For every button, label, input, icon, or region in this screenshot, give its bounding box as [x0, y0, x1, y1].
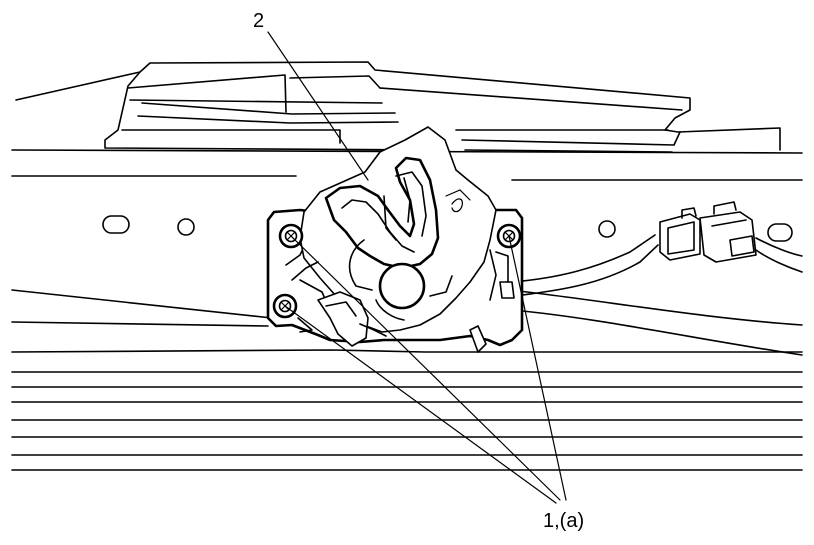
leader-line-latch: [267, 31, 369, 181]
callout-bolts-label: 1,(a): [543, 510, 584, 532]
round-hole: [598, 220, 616, 238]
callout-latch-label: 2: [253, 10, 264, 32]
radiator-support-member: [11, 149, 803, 471]
hood-latch-assembly: [266, 126, 524, 353]
leader-line-bolt: [284, 305, 557, 504]
leader-lines: [267, 31, 567, 504]
leader-line-bolt: [290, 235, 561, 501]
slot-hole: [767, 223, 793, 242]
wiring-harness: [511, 201, 803, 297]
slot-hole: [102, 215, 130, 234]
electrical-connector: [659, 201, 757, 263]
leader-line-bolt: [508, 235, 567, 501]
round-hole: [177, 218, 195, 236]
latch-hook: [324, 156, 440, 270]
upper-body-panel: [15, 61, 781, 153]
latch-spring: [451, 198, 463, 213]
latch-pivot: [378, 262, 426, 310]
